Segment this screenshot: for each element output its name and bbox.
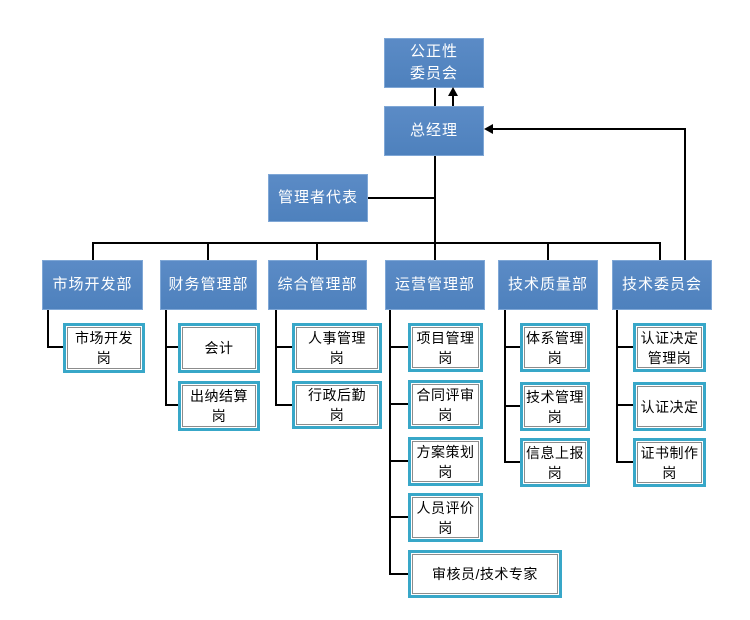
stub-finance-0 [165,346,178,348]
connector-drop-general-admin [316,244,318,260]
connector-drop-market-dev [92,244,94,260]
node-dept-general-management: 综合管理部 [268,260,367,310]
stub-tech-committee-1 [616,404,633,406]
connector-feedback-vertical [684,128,686,260]
stub-tech-committee-0 [616,346,633,348]
connector-gm-to-committee-arrow-shaft [452,96,454,106]
node-post-market-development: 市场开发 岗 [63,323,145,373]
node-post-certificate-production: 证书制作 岗 [633,438,706,487]
spine-finance [165,310,167,406]
node-post-auditor-tech-expert: 审核员/技术专家 [408,550,562,598]
node-post-system-management: 体系管理 岗 [520,323,590,372]
connector-department-bus [92,242,661,244]
stub-tech-committee-2 [616,461,633,463]
stub-general-admin-0 [275,346,292,348]
node-impartiality-committee: 公正性 委员会 [384,38,484,88]
node-post-technical-management: 技术管理 岗 [520,382,590,431]
node-post-personnel-evaluation: 人员评价 岗 [408,493,483,542]
node-post-hr-management: 人事管理 岗 [292,323,382,373]
node-post-certification-decision: 认证决定 [633,382,706,431]
spine-operations [389,310,391,575]
spine-general-admin [275,310,277,406]
stub-operations-1 [389,403,408,405]
connector-drop-tech-quality [547,244,549,260]
connector-drop-tech-committee [659,244,661,260]
connector-gm-trunk [434,156,436,260]
node-dept-finance-management: 财务管理部 [160,260,257,310]
stub-operations-4 [389,573,408,575]
arrow-left-icon [484,124,493,134]
spine-market-dev [47,310,49,348]
node-post-cashier-settlement: 出纳结算 岗 [178,381,260,431]
node-dept-operations-management: 运营管理部 [385,260,485,310]
node-post-information-reporting: 信息上报 岗 [520,438,590,487]
stub-tech-quality-1 [504,405,520,407]
node-dept-market-development: 市场开发部 [42,260,143,310]
node-dept-tech-quality: 技术质量部 [498,260,598,310]
node-post-contract-review: 合同评审 岗 [408,380,483,429]
node-post-admin-logistics: 行政后勤 岗 [292,381,382,429]
node-post-program-planning: 方案策划 岗 [408,437,483,486]
connector-feedback-horizontal [492,128,686,130]
node-post-project-management: 项目管理 岗 [408,323,483,372]
stub-tech-quality-2 [504,461,520,463]
stub-general-admin-1 [275,404,292,406]
connector-drop-finance [207,244,209,260]
connector-rep-to-trunk [368,197,434,199]
spine-tech-committee [616,310,618,463]
stub-finance-1 [165,404,178,406]
node-management-representative: 管理者代表 [268,174,368,222]
node-post-accountant: 会计 [178,323,260,373]
node-post-certification-decision-mgmt: 认证决定 管理岗 [633,323,706,372]
arrow-up-icon [448,87,458,96]
node-general-manager: 总经理 [384,106,484,156]
spine-tech-quality [504,310,506,463]
stub-market-dev-0 [47,346,63,348]
stub-operations-0 [389,346,408,348]
connector-committee-gm-line [434,88,436,106]
stub-operations-3 [389,516,408,518]
stub-tech-quality-0 [504,346,520,348]
stub-operations-2 [389,460,408,462]
node-dept-tech-committee: 技术委员会 [612,260,712,310]
